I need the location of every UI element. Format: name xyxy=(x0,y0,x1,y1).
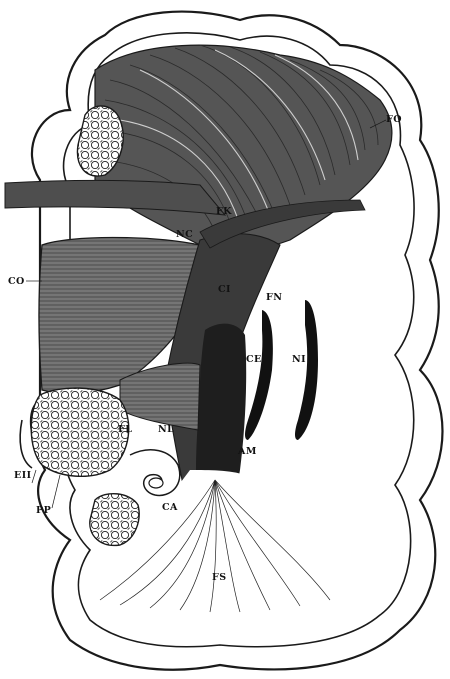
label-ci: CI xyxy=(218,284,231,295)
label-ca: CA xyxy=(162,502,178,513)
label-fk: FK xyxy=(216,206,232,217)
label-nc: NC xyxy=(176,229,193,240)
label-eii: EII xyxy=(14,470,32,481)
label-ni: NI xyxy=(292,354,306,365)
ca-ring xyxy=(149,478,163,488)
fl-cell-cluster xyxy=(31,388,128,476)
label-ce: CE xyxy=(246,354,262,365)
label-am: AM xyxy=(237,446,257,457)
label-fl: FL xyxy=(118,424,132,435)
label-fo: FO xyxy=(386,114,402,125)
label-nl: NL xyxy=(158,424,174,435)
label-co: CO xyxy=(8,276,25,287)
ca-cell-cluster xyxy=(90,494,139,546)
label-pp: PP xyxy=(36,505,51,516)
label-fn: FN xyxy=(266,292,282,303)
label-fs: FS xyxy=(212,572,227,583)
